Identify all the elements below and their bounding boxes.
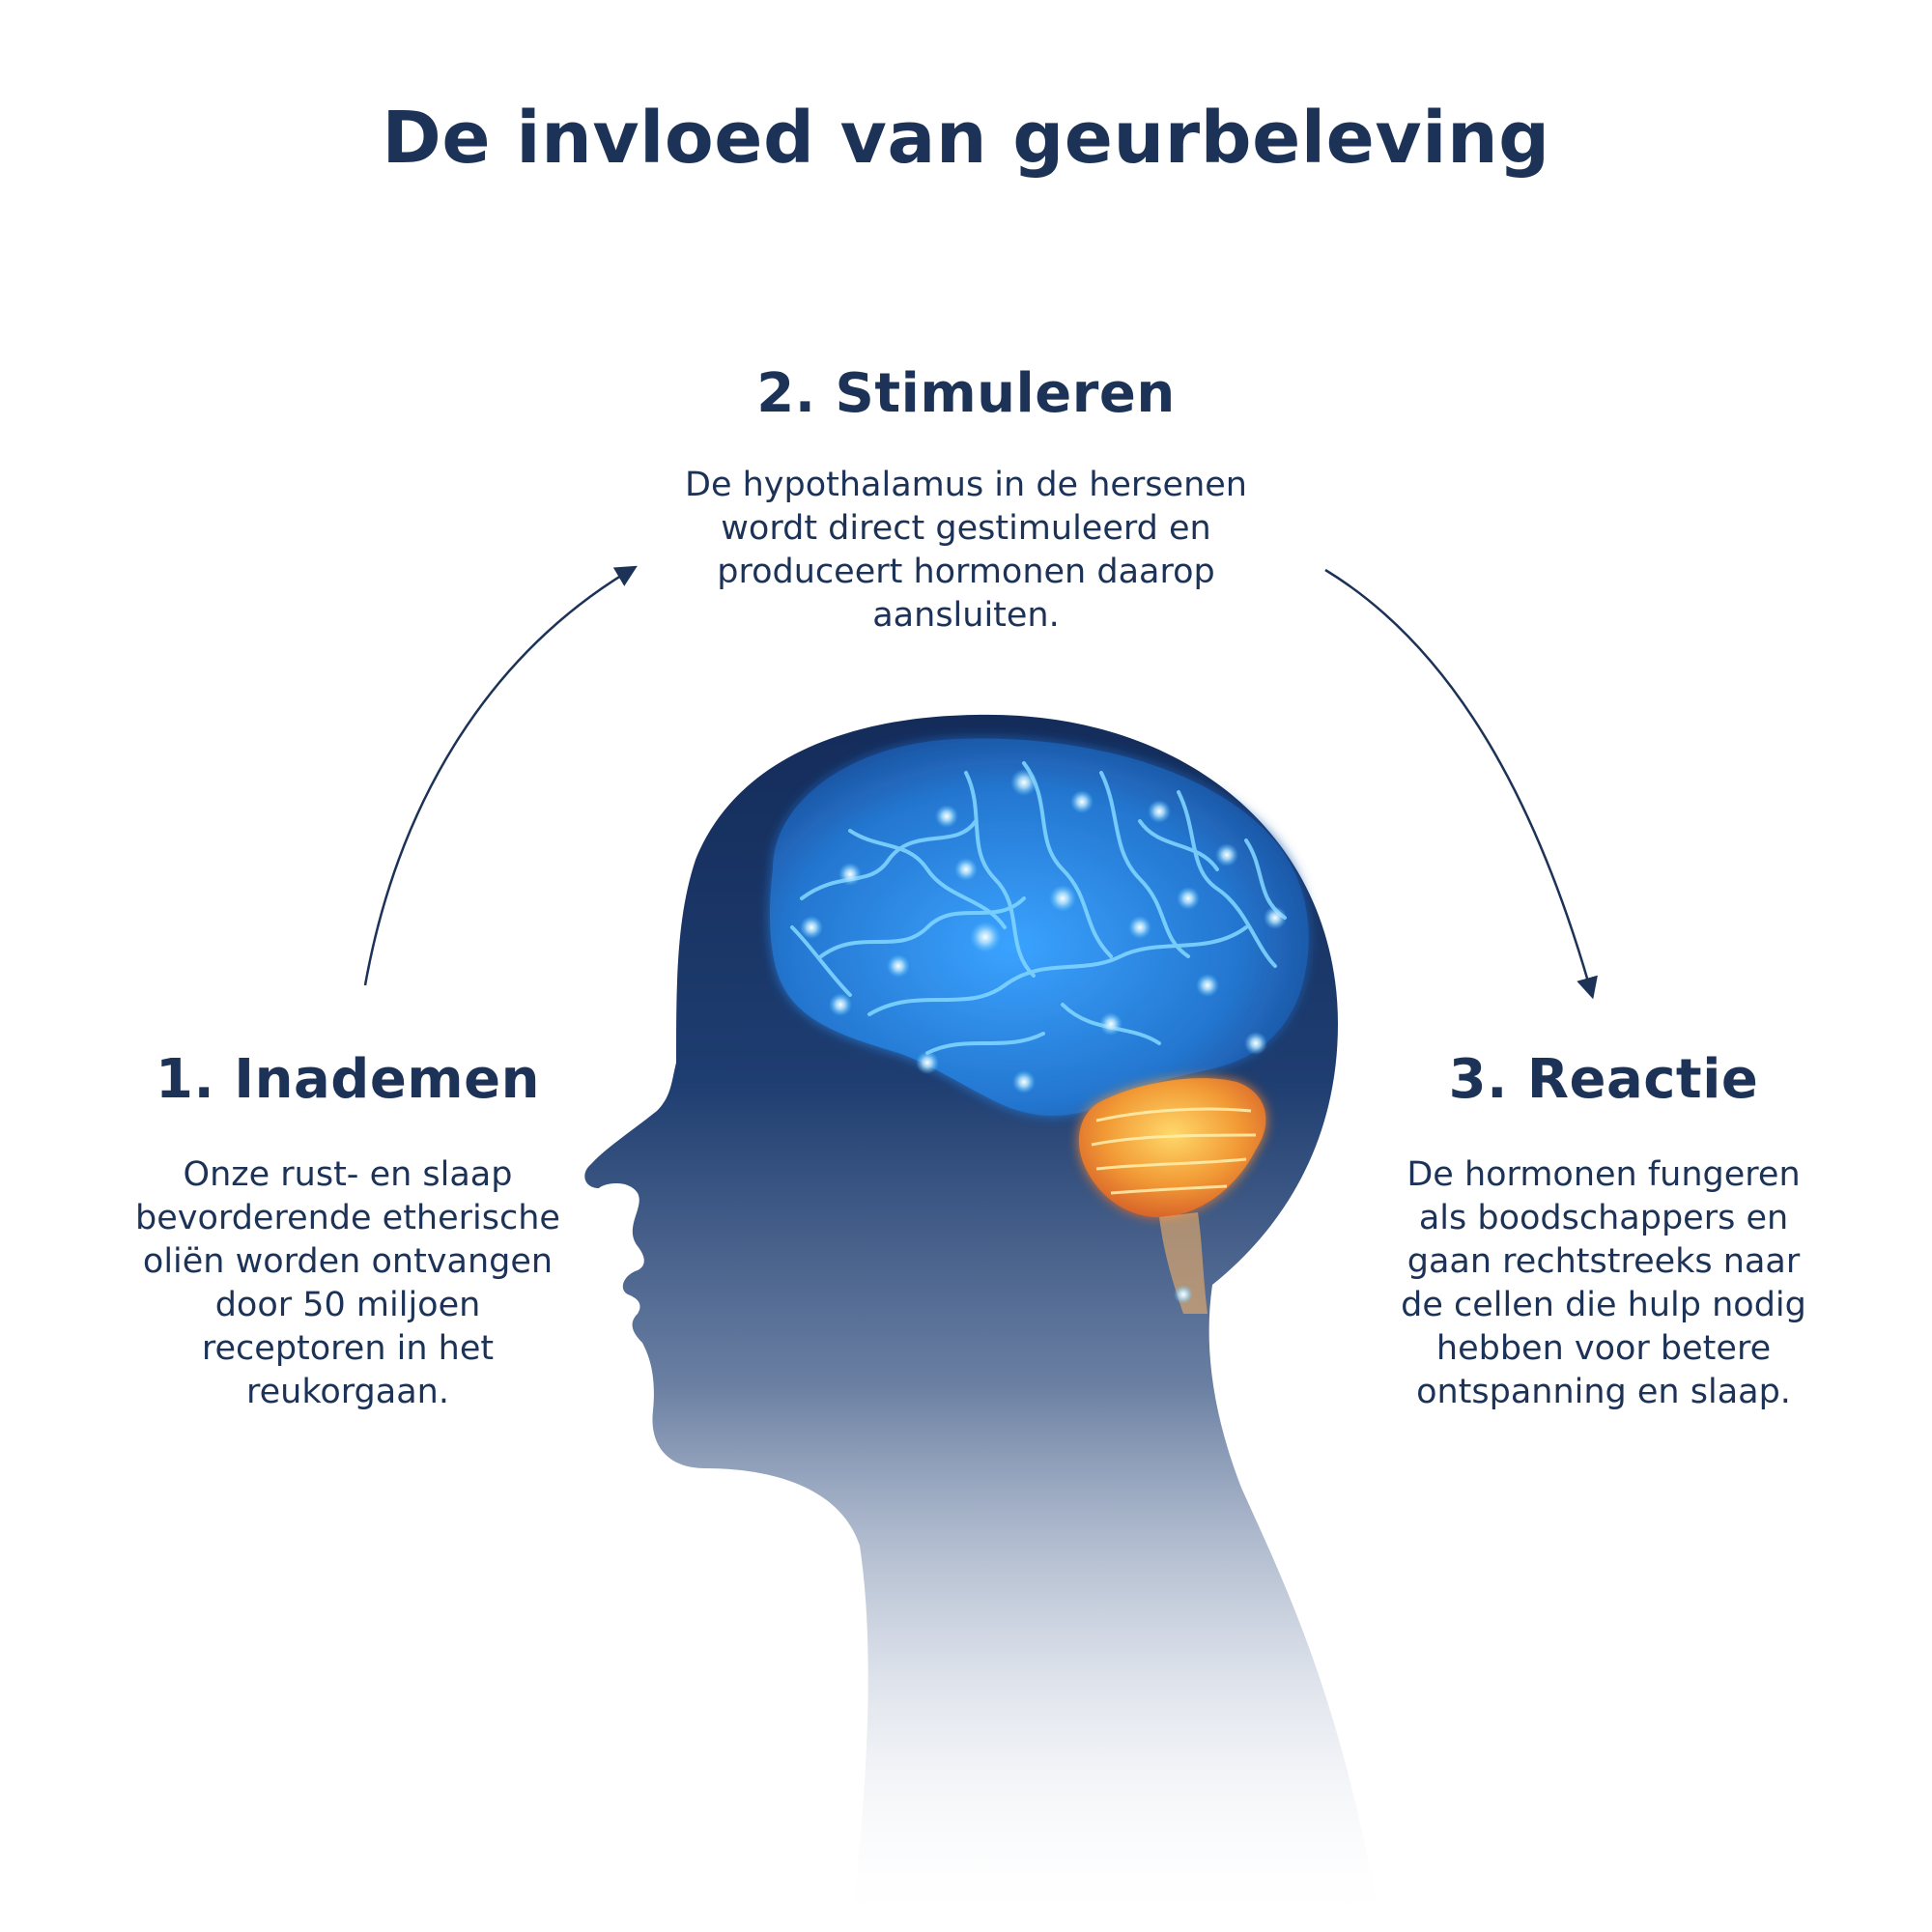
brain [770, 738, 1309, 1314]
step-inademen: 1. Inademen Onze rust- en slaap bevorder… [77, 1048, 618, 1414]
step-stimuleren: 2. Stimuleren De hypothalamus in de hers… [667, 362, 1265, 638]
arrow-stimuleren-to-reactie [1324, 568, 1598, 1000]
arrow-inademen-to-stimuleren [363, 565, 638, 986]
page-title: De invloed van geurbeleving [382, 97, 1550, 180]
step-heading: 3. Reactie [1448, 1048, 1759, 1111]
cerebrum [770, 738, 1309, 1116]
step-description: De hypothalamus in de hersenen wordt dir… [685, 466, 1247, 635]
step-description: Onze rust- en slaap bevorderende etheris… [135, 1155, 560, 1411]
step-heading: 2. Stimuleren [756, 362, 1176, 425]
step-reactie: 3. Reactie De hormonen fungeren als bood… [1333, 1048, 1874, 1414]
neuron-sparks [800, 769, 1287, 1304]
step-heading: 1. Inademen [156, 1048, 540, 1111]
cerebellum-lines [1091, 1107, 1257, 1195]
cerebellum [1078, 1078, 1266, 1217]
step-description: De hormonen fungeren als boodschappers e… [1401, 1155, 1806, 1411]
brain-stem [1159, 1212, 1208, 1314]
